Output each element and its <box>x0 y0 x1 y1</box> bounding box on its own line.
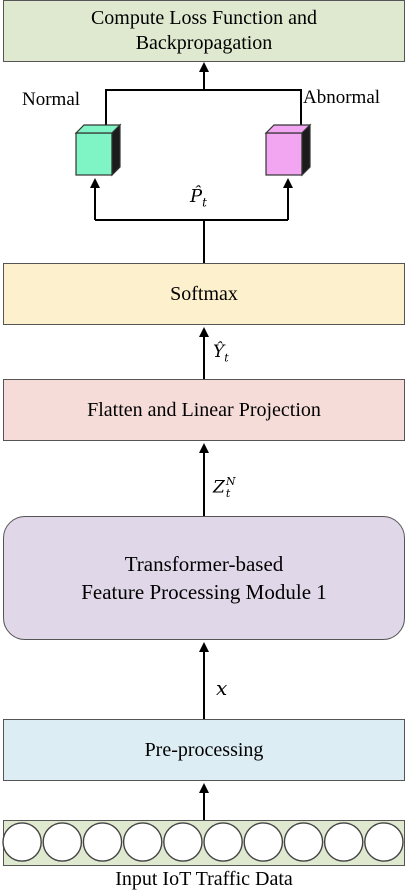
compute-loss-line1: Compute Loss Function and <box>90 7 318 29</box>
transformer-module-box: Transformer-based Feature Processing Mod… <box>3 516 405 640</box>
input-circle <box>2 822 43 863</box>
p-hat-symbol: P̂t <box>190 186 207 210</box>
z-subscript: t <box>225 487 231 500</box>
z-superscript: N <box>225 475 236 488</box>
input-circle <box>364 822 405 863</box>
abnormal-cube-icon <box>264 123 312 177</box>
input-circles <box>2 822 405 863</box>
transformer-line2: Feature Processing Module 1 <box>81 580 327 604</box>
z-letter: Z <box>213 477 225 498</box>
flatten-projection-box: Flatten and Linear Projection <box>3 379 405 441</box>
x-symbol: x <box>216 676 228 700</box>
y-hat-letter: Ŷ <box>213 342 225 362</box>
normal-cube-icon <box>74 123 122 177</box>
input-data-strip <box>2 820 405 866</box>
preprocessing-box: Pre-processing <box>3 719 405 781</box>
softmax-label: Softmax <box>170 282 238 305</box>
p-hat-letter: P̂ <box>190 186 203 207</box>
input-label: Input IoT Traffic Data <box>115 868 293 890</box>
p-hat-subscript: t <box>202 195 207 210</box>
input-circle <box>284 822 324 863</box>
input-circle <box>83 822 123 863</box>
abnormal-label: Abnormal <box>303 87 381 108</box>
output-merge-line <box>105 89 302 127</box>
preprocessing-label: Pre-processing <box>144 738 264 761</box>
transformer-line1: Transformer-based <box>124 552 284 576</box>
normal-label: Normal <box>22 89 81 110</box>
softmax-box: Softmax <box>3 263 405 325</box>
flatten-projection-label: Flatten and Linear Projection <box>87 398 321 421</box>
input-circle <box>243 822 284 863</box>
input-circle <box>203 822 244 863</box>
arrowhead-to-compute <box>199 62 209 72</box>
input-circle <box>324 822 364 863</box>
input-circle <box>42 822 83 863</box>
input-circle <box>123 822 163 863</box>
compute-loss-box: Compute Loss Function and Backpropagatio… <box>3 0 405 62</box>
y-hat-subscript: t <box>224 351 229 365</box>
compute-loss-line2: Backpropagation <box>135 32 273 54</box>
input-circle <box>163 822 204 863</box>
y-hat-symbol: Ŷt <box>213 342 229 364</box>
